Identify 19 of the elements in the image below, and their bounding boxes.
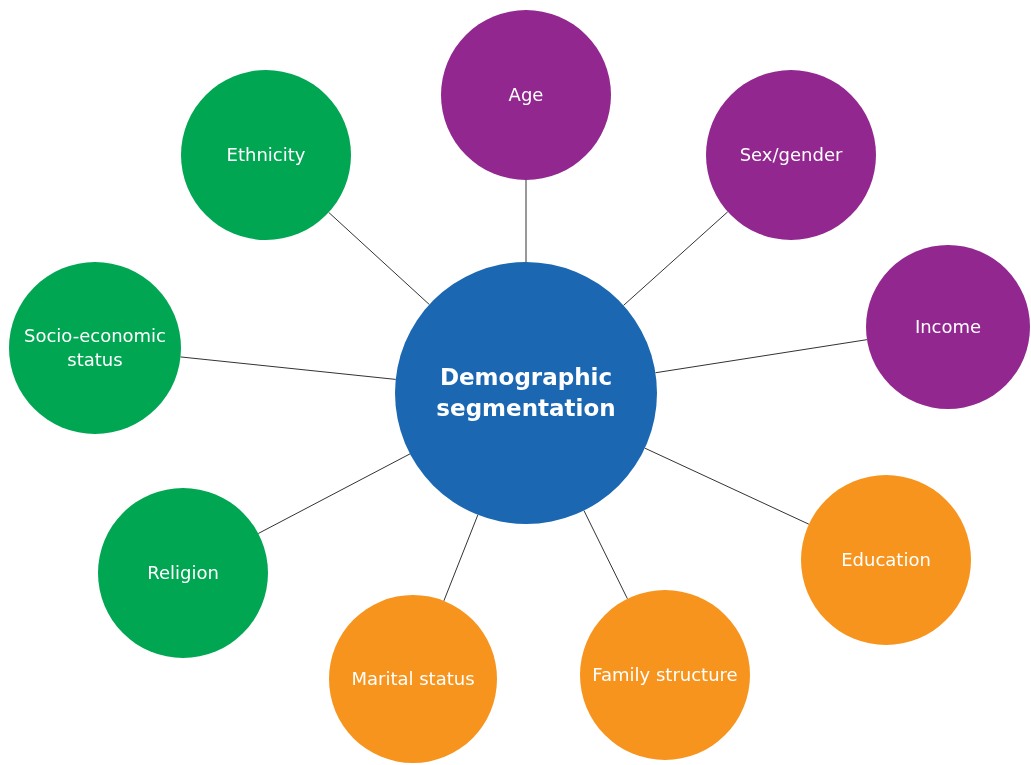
connector-line <box>654 339 868 374</box>
circle-label: Income <box>914 314 982 339</box>
connector-line <box>525 179 527 263</box>
circle-label: Sex/gender <box>739 142 843 167</box>
circle-label: Religion <box>147 560 219 585</box>
circle-label: Ethnicity <box>226 142 306 167</box>
circle-label: Age <box>508 82 544 107</box>
circle-label: Socio-economic status <box>23 323 167 372</box>
connector-line <box>257 453 411 534</box>
circle-label: Marital status <box>351 666 475 691</box>
connector-line <box>328 211 430 306</box>
circle-label: Family structure <box>592 662 738 687</box>
connector-line <box>622 211 729 306</box>
circle-label: Education <box>841 547 931 572</box>
connector-line <box>443 514 479 602</box>
connector-line <box>583 510 628 600</box>
circle-label: Demographic segmentation <box>435 362 617 423</box>
connector-line <box>180 356 397 380</box>
connector-line <box>644 447 810 525</box>
